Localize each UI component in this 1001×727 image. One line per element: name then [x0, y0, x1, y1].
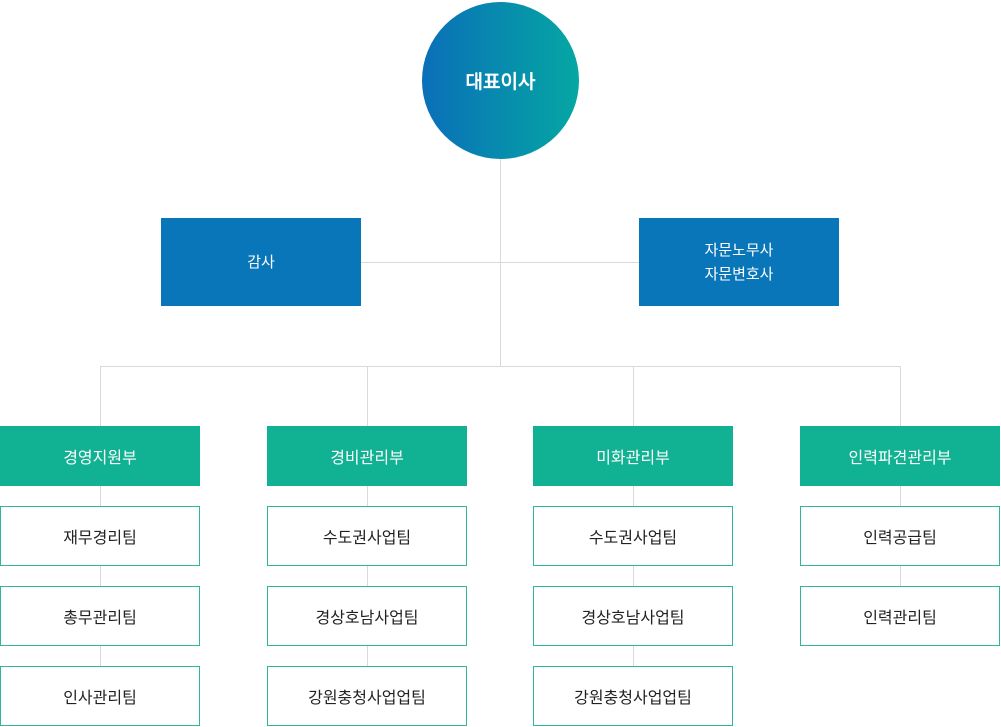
department-label: 미화관리부 — [596, 448, 670, 467]
team-label: 재무경리팀 — [63, 528, 137, 547]
team-box: 강원충청사업업팀 — [533, 666, 733, 726]
department-label: 경영지원부 — [63, 448, 137, 467]
advisor-labor-label: 자문노무사 — [704, 241, 774, 259]
department-label: 인력파견관리부 — [848, 448, 952, 467]
team-label: 총무관리팀 — [63, 608, 137, 627]
team-box: 총무관리팀 — [0, 586, 200, 646]
team-box: 경상호남사업팀 — [533, 586, 733, 646]
team-label: 경상호남사업팀 — [315, 608, 419, 627]
team-label: 인력관리팀 — [863, 608, 937, 627]
team-box: 수도권사업팀 — [533, 506, 733, 566]
team-label: 경상호남사업팀 — [581, 608, 685, 627]
department-cleaning: 미화관리부 — [533, 426, 733, 486]
audit-label: 감사 — [247, 253, 275, 271]
ceo-label: 대표이사 — [465, 71, 536, 93]
team-label: 강원충청사업업팀 — [308, 688, 426, 707]
department-label: 경비관리부 — [330, 448, 404, 467]
team-label: 인력공급팀 — [863, 528, 937, 547]
advisors-box: 자문노무사 자문변호사 — [639, 218, 839, 306]
department-management-support: 경영지원부 — [0, 426, 200, 486]
team-label: 수도권사업팀 — [588, 528, 678, 547]
team-label: 인사관리팀 — [63, 688, 137, 707]
team-box: 인력관리팀 — [800, 586, 1000, 646]
audit-box: 감사 — [161, 218, 361, 306]
advisor-lawyer-label: 자문변호사 — [704, 265, 774, 283]
team-label: 강원충청사업업팀 — [574, 688, 692, 707]
team-box: 수도권사업팀 — [267, 506, 467, 566]
team-box: 경상호남사업팀 — [267, 586, 467, 646]
ceo-node: 대표이사 — [422, 2, 579, 159]
department-security: 경비관리부 — [267, 426, 467, 486]
department-staffing: 인력파견관리부 — [800, 426, 1000, 486]
team-box: 인사관리팀 — [0, 666, 200, 726]
team-box: 재무경리팀 — [0, 506, 200, 566]
team-box: 강원충청사업업팀 — [267, 666, 467, 726]
team-box: 인력공급팀 — [800, 506, 1000, 566]
team-label: 수도권사업팀 — [322, 528, 412, 547]
